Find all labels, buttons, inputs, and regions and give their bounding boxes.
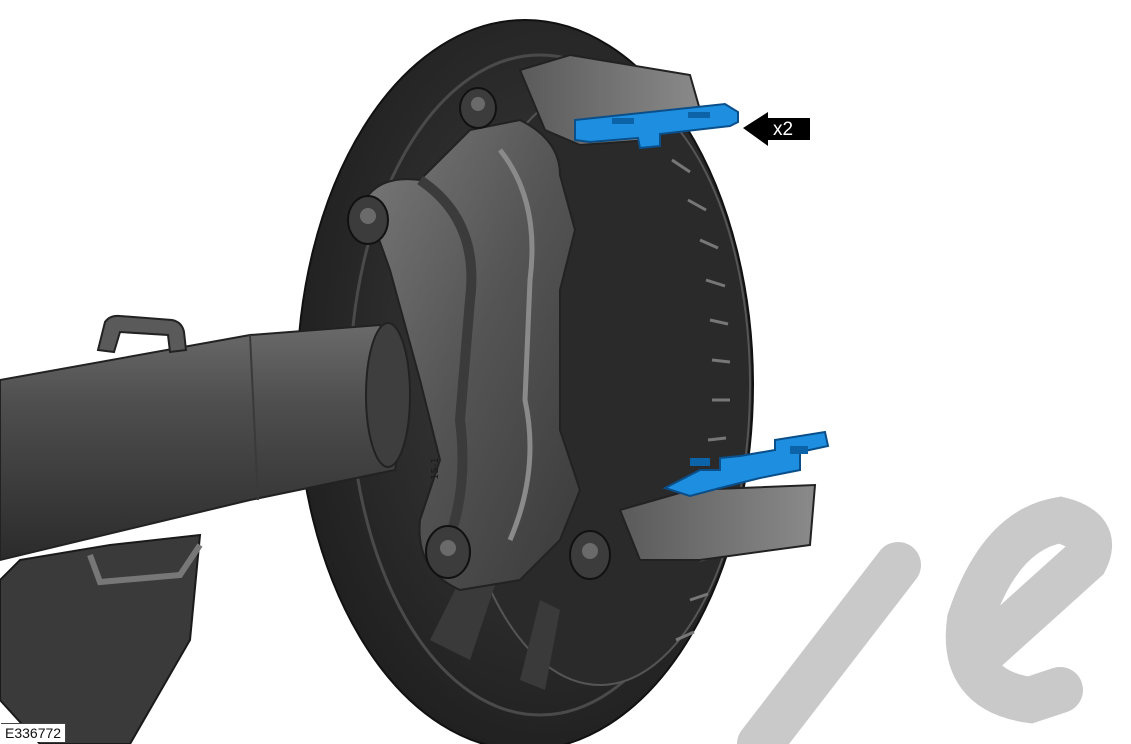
watermark xyxy=(737,496,1112,744)
figure-id-label: E336772 xyxy=(1,723,67,742)
brake-pad-slide-clip-lower xyxy=(662,430,830,498)
brake-pad-slide-clip-upper xyxy=(574,102,739,150)
callout-arrow: x2 xyxy=(743,112,810,146)
shock-absorber xyxy=(0,314,411,744)
callout-label: x2 xyxy=(773,119,793,140)
bracket-marking: 15-1 xyxy=(430,457,441,480)
